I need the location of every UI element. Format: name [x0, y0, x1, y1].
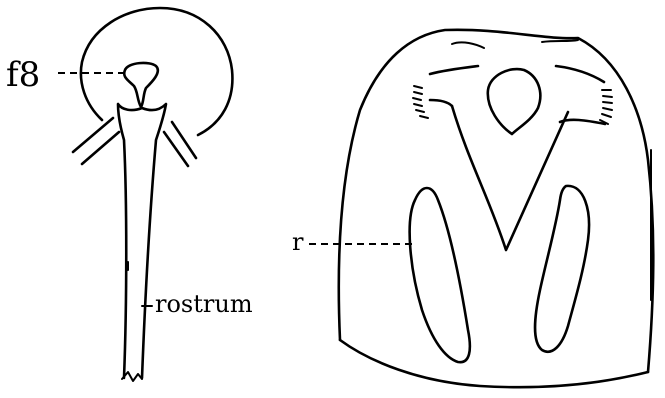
right-arm	[164, 122, 196, 166]
left-hatch	[413, 86, 428, 118]
upper-right-arm	[556, 66, 605, 124]
left-specimen	[58, 8, 232, 381]
label-r: r	[292, 228, 304, 256]
central-canal	[488, 69, 541, 134]
right-hatch	[600, 90, 612, 124]
top-notch-right	[542, 40, 578, 42]
rostrum-stalk-right	[142, 104, 166, 378]
left-arm	[73, 118, 119, 164]
v-structure	[452, 106, 568, 250]
right-specimen	[309, 30, 653, 387]
top-notch-left	[452, 42, 484, 48]
right-ring-canal	[535, 186, 589, 352]
left-ring-canal	[410, 188, 470, 362]
label-f8: f8	[6, 55, 40, 95]
label-rostrum: rostrum	[155, 290, 253, 318]
bell-base	[340, 340, 648, 387]
rostrum-stalk-left	[118, 104, 142, 378]
bell-outline	[339, 30, 653, 372]
central-opening	[124, 63, 158, 107]
upper-left-arm	[430, 66, 478, 106]
